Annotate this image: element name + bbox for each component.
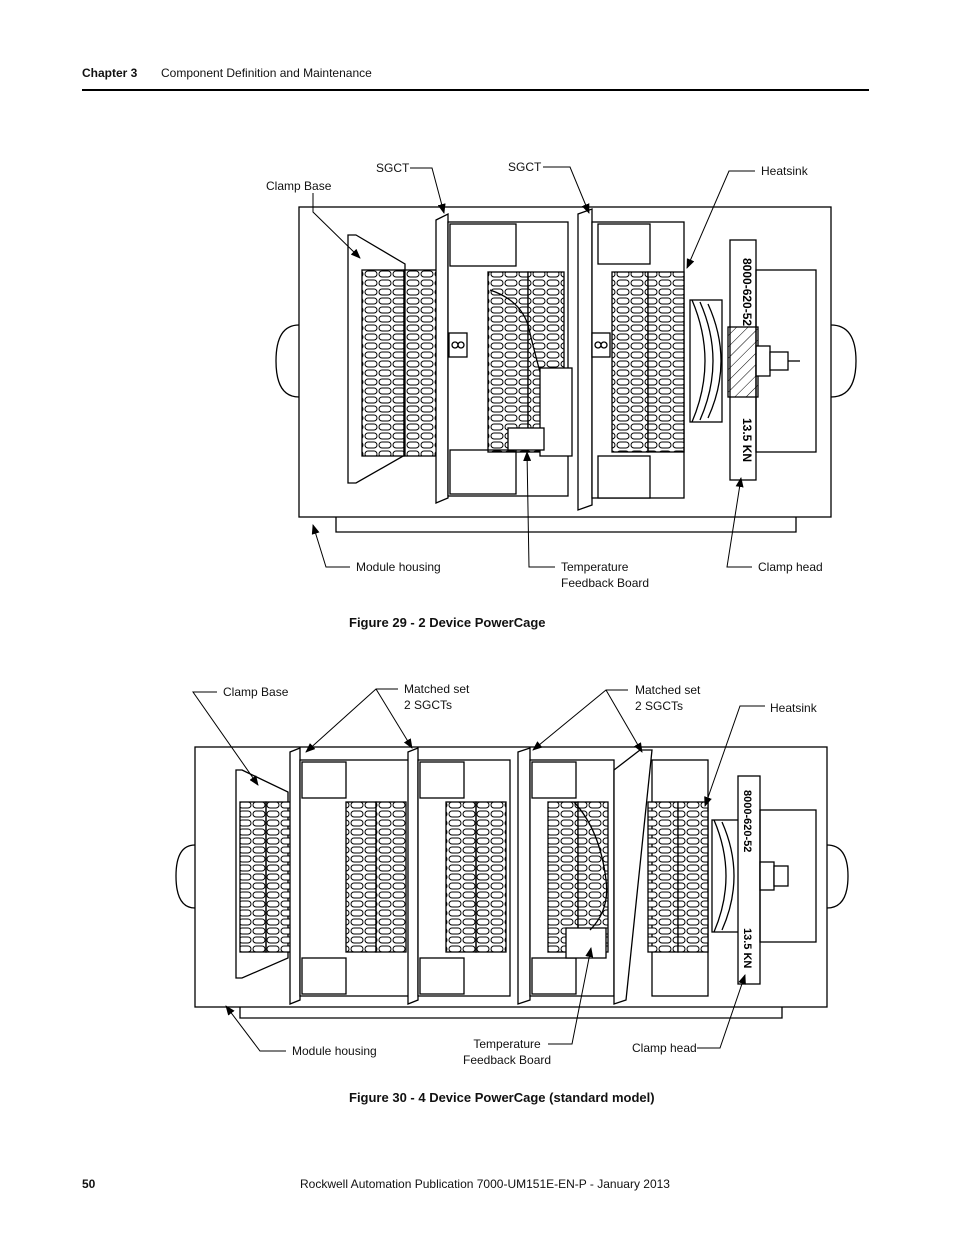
fig30-temp-feedback-label: Temperature Feedback Board <box>463 1037 552 1067</box>
fig30-heatsink-label: Heatsink <box>770 701 817 715</box>
page-number: 50 <box>82 1177 96 1191</box>
publication-info: Rockwell Automation Publication 7000-UM1… <box>300 1177 670 1191</box>
figure-30-caption: Figure 30 - 4 Device PowerCage (standard… <box>349 1090 655 1105</box>
fig30-module-housing-label: Module housing <box>292 1044 377 1058</box>
chapter-title: Component Definition and Maintenance <box>161 66 372 80</box>
chapter-label: Chapter 3 <box>82 66 138 80</box>
figure-29-caption: Figure 29 - 2 Device PowerCage <box>349 615 546 630</box>
fig29-temp-feedback-label: Temperature Feedback Board <box>561 560 650 590</box>
header-rule <box>82 89 869 91</box>
fig29-clamp-base-label: Clamp Base <box>266 179 332 193</box>
fig29-heatsink-label: Heatsink <box>761 164 808 178</box>
fig29-stamp-force: 13.5 KN <box>740 418 754 462</box>
fig29-sgct-label-2: SGCT <box>508 160 542 174</box>
figure-29-drawing: 8000-620-52 13.5 KN <box>275 166 857 568</box>
fig29-module-housing-label: Module housing <box>356 560 441 574</box>
fig29-sgct-label-1: SGCT <box>376 161 410 175</box>
fig29-clamp-head-label: Clamp head <box>758 560 823 574</box>
fig30-matched-set-label-1: Matched set 2 SGCTs <box>404 682 470 712</box>
fig30-stamp-force: 13.5 KN <box>741 928 753 968</box>
fig30-stamp-part: 8000-620-52 <box>741 790 753 852</box>
fig30-matched-set-label-2: Matched set 2 SGCTs <box>635 683 701 713</box>
fig30-clamp-head-label: Clamp head <box>632 1041 697 1055</box>
fig30-clamp-base-label: Clamp Base <box>223 685 289 699</box>
fig29-stamp-part: 8000-620-52 <box>740 258 754 326</box>
